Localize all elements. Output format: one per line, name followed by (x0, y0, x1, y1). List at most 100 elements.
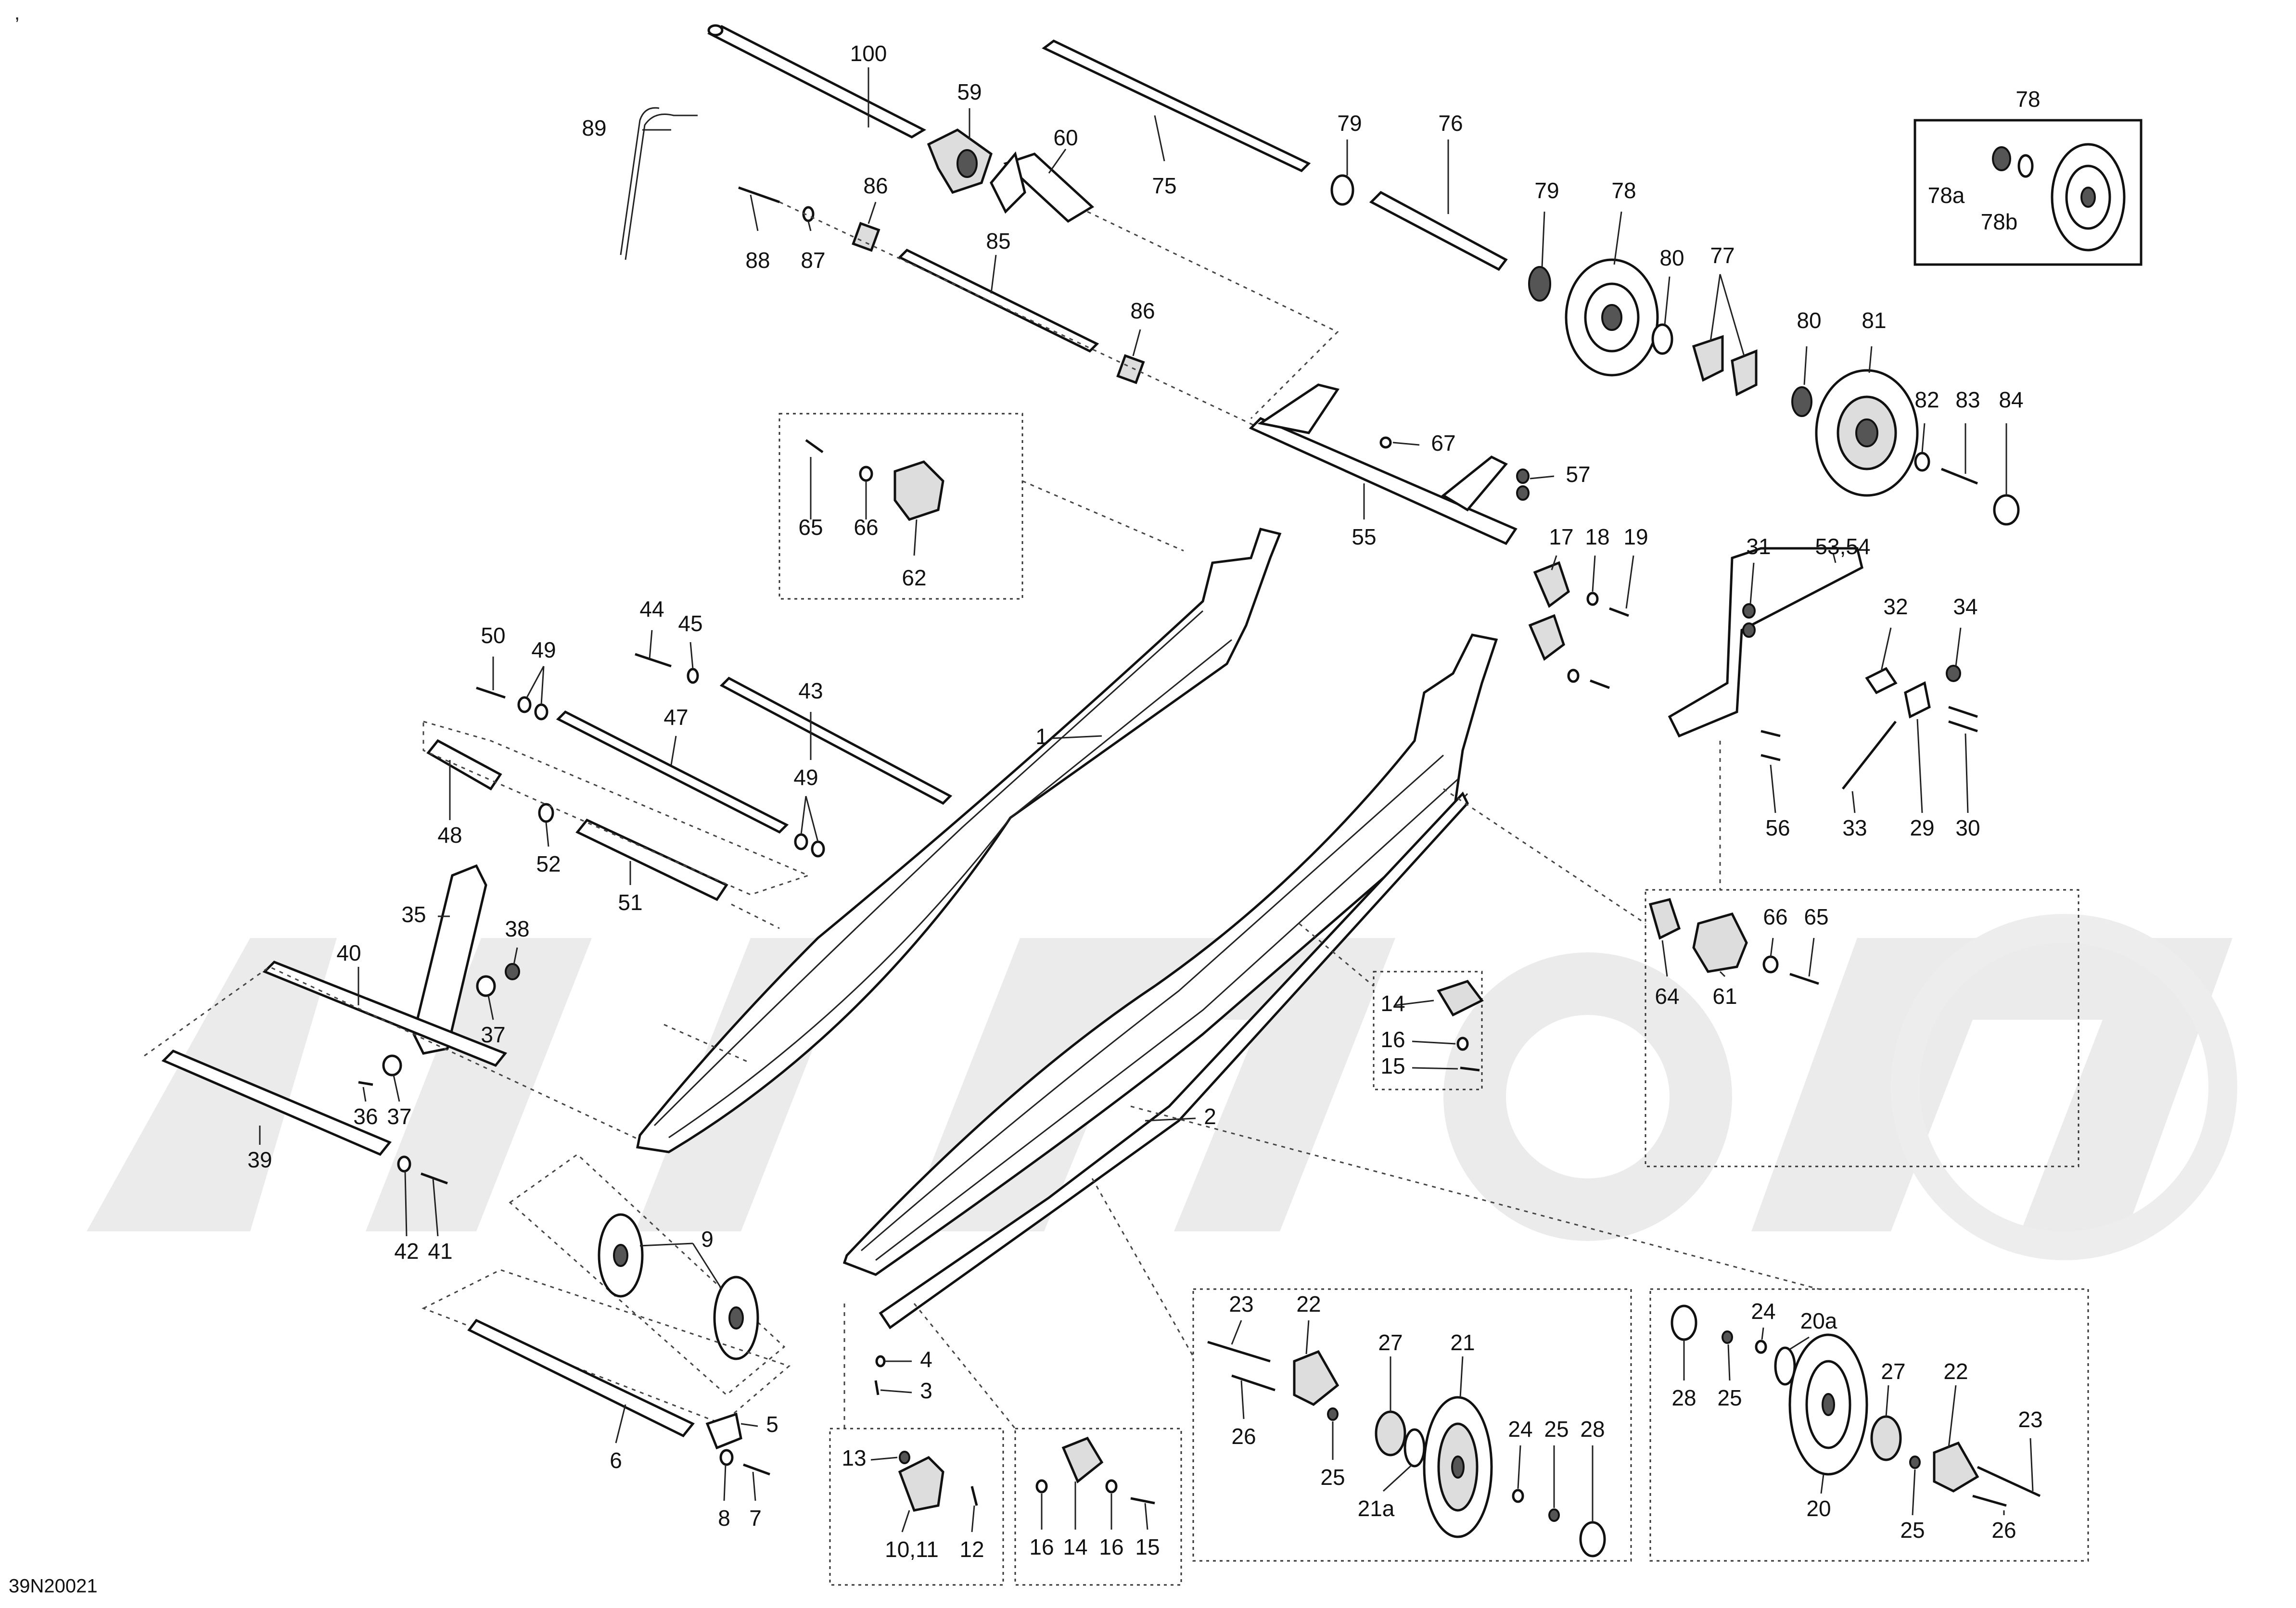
bolt-7 (743, 1463, 770, 1476)
bracket-53-54 (1668, 547, 1863, 738)
callout-52: 52 (536, 851, 561, 876)
callout-32: 32 (1883, 594, 1908, 619)
callout-57: 57 (1566, 462, 1590, 487)
bolt-19 (1609, 607, 1629, 617)
idler-wheel-81 (1815, 369, 1919, 497)
callout-43: 43 (798, 678, 823, 703)
shaft-75 (1042, 39, 1311, 173)
callout-30: 30 (1955, 815, 1980, 840)
washer-37-bottom (382, 1054, 402, 1076)
callout-28-right: 28 (1671, 1385, 1696, 1410)
callout-79-right: 79 (1534, 178, 1559, 203)
callout-38: 38 (505, 916, 529, 941)
cap-84 (1993, 494, 2020, 526)
wheel-9-left (598, 1213, 644, 1298)
wheel-78-detail (1992, 143, 2126, 252)
washer-18 (1586, 592, 1599, 606)
callout-42: 42 (394, 1239, 419, 1264)
callout-6: 6 (610, 1448, 622, 1473)
callout-80-right: 80 (1797, 308, 1821, 333)
callout-28-left: 28 (1580, 1417, 1605, 1442)
callout-2: 2 (1204, 1104, 1216, 1129)
callout-65-top: 65 (798, 515, 823, 540)
callout-14-mid: 14 (1380, 991, 1405, 1016)
slide-rail-2 (842, 633, 1498, 1319)
callout-5: 5 (766, 1412, 778, 1437)
spacer-51 (575, 818, 728, 901)
shaft-76 (1369, 190, 1508, 271)
callout-34: 34 (1953, 594, 1977, 619)
washer-16-bottom-left (1035, 1479, 1048, 1494)
washer-24-right (1755, 1340, 1767, 1354)
callout-24-right: 24 (1751, 1299, 1775, 1324)
slider-14-bottom (1061, 1436, 1104, 1484)
bracket-10-11 (898, 1456, 944, 1512)
slider-block-17 (1528, 561, 1570, 661)
callout-78b: 78b (1981, 209, 2018, 234)
callout-9: 9 (701, 1227, 714, 1252)
callout-67: 67 (1431, 430, 1455, 456)
callout-78a: 78a (1928, 183, 1965, 208)
washer-79-top (1330, 174, 1354, 206)
washer-42 (397, 1155, 411, 1173)
washer-37-top (476, 975, 496, 997)
shaft-47 (556, 710, 789, 834)
spacer-60 (990, 151, 1095, 223)
bolt-83 (1941, 468, 1978, 485)
detail-box-61 (1645, 889, 2079, 1167)
callout-81: 81 (1862, 308, 1886, 333)
idler-wheel-78 (1565, 258, 1659, 377)
ring-20a (1774, 1346, 1796, 1386)
detail-box-20 (1649, 1288, 2089, 1562)
bolt-41 (421, 1172, 448, 1185)
callout-13: 13 (842, 1445, 866, 1470)
axle-22-left (1293, 1350, 1339, 1406)
callout-77: 77 (1710, 243, 1735, 268)
callout-25-left: 25 (1320, 1465, 1345, 1490)
callout-15-bottom: 15 (1135, 1534, 1160, 1559)
callout-3: 3 (920, 1378, 932, 1403)
nut-25-right-b (1909, 1456, 1921, 1469)
bearing-77 (1692, 335, 1758, 396)
spacer-80-right (1791, 386, 1812, 417)
bolts-56 (1760, 730, 1781, 737)
callout-35: 35 (401, 902, 426, 927)
spacer-48 (426, 739, 502, 791)
callout-89: 89 (582, 115, 606, 140)
cap-28-right (1671, 1304, 1697, 1341)
callout-labels: 100 59 60 75 79 76 79 78 78 78a 78b 89 8… (247, 41, 2042, 1562)
slide-rail-1 (636, 528, 1282, 1153)
bolt-15-mid (1460, 1066, 1480, 1072)
callout-8: 8 (718, 1506, 730, 1531)
callout-85: 85 (986, 228, 1010, 253)
detail-box-14-bottom (1014, 1428, 1182, 1586)
ring-21a (1403, 1428, 1426, 1468)
callout-78-box: 78 (2015, 87, 2040, 112)
bearing-27-left (1375, 1410, 1406, 1456)
nut-13 (899, 1451, 910, 1464)
bolt-36 (358, 1081, 373, 1086)
callout-61: 61 (1712, 984, 1737, 1009)
bolt-50 (476, 686, 506, 699)
callout-88: 88 (745, 248, 770, 273)
axle-22-right (1933, 1441, 1979, 1493)
callout-87: 87 (801, 248, 825, 273)
bolt-88 (738, 186, 780, 203)
nut-38 (505, 963, 520, 980)
callout-45: 45 (678, 611, 702, 636)
shaft-43 (719, 676, 953, 805)
nut-25-left (1327, 1407, 1339, 1421)
washer-66-right (1762, 955, 1779, 974)
callout-49-top: 49 (531, 637, 556, 662)
bolt-12 (970, 1486, 978, 1506)
spring-89 (625, 114, 698, 260)
bolts-30 (1948, 706, 1978, 718)
callout-27-right: 27 (1881, 1359, 1905, 1384)
callout-86-left: 86 (863, 173, 888, 198)
callout-4: 4 (920, 1347, 932, 1372)
callout-12: 12 (959, 1537, 984, 1562)
washer-79-right (1528, 266, 1551, 302)
rear-axle-55 (1249, 383, 1518, 545)
callout-16-bottom-left: 16 (1029, 1534, 1054, 1559)
